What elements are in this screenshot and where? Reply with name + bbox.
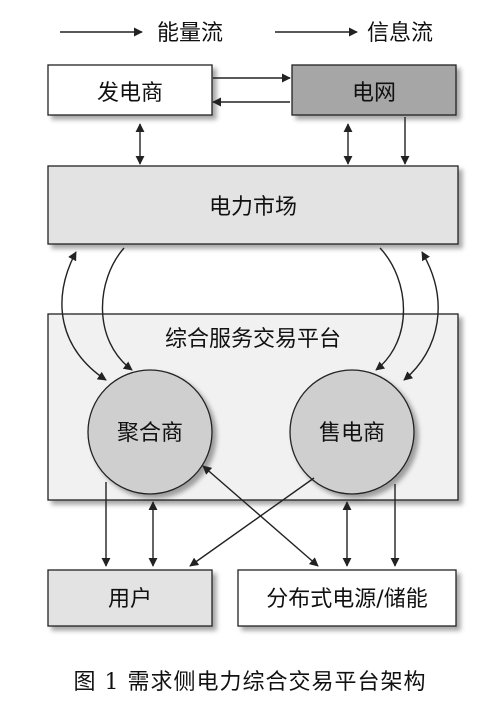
retailer-label: 售电商 [319,421,385,446]
market-box [47,165,459,245]
energy-flow-legend-label: 能量流 [157,21,223,46]
user-label: 用户 [108,587,152,612]
aggregator-circle [87,369,213,495]
market-to-retailer-arrow [375,247,405,371]
grid-box [291,64,457,116]
market-label: 电力市场 [209,195,297,220]
aggregator-label: 聚合商 [117,421,183,446]
grid-label: 电网 [352,81,396,106]
connectors [61,73,439,567]
der-storage-label: 分布式电源/储能 [266,587,427,612]
aggregator-der-link [202,465,319,567]
retailer-circle [289,369,415,495]
figure-caption: 图 1 需求侧电力综合交易平台架构 [73,670,427,695]
generator-box [47,64,213,116]
info-flow-legend-label: 信息流 [367,21,433,46]
market-retailer-outer-link [403,251,439,381]
market-aggregator-outer-link [61,251,107,381]
user-box [47,569,213,627]
der-storage-box [237,569,457,627]
market-to-aggregator-arrow [101,247,133,371]
architecture-diagram: 能量流 信息流 发电商 电网 电力市场 综合服务交易平台 聚合商 售电商 用户 … [47,21,459,627]
legend: 能量流 信息流 [60,21,433,46]
platform-label: 综合服务交易平台 [165,327,341,352]
generator-label: 发电商 [97,81,163,106]
